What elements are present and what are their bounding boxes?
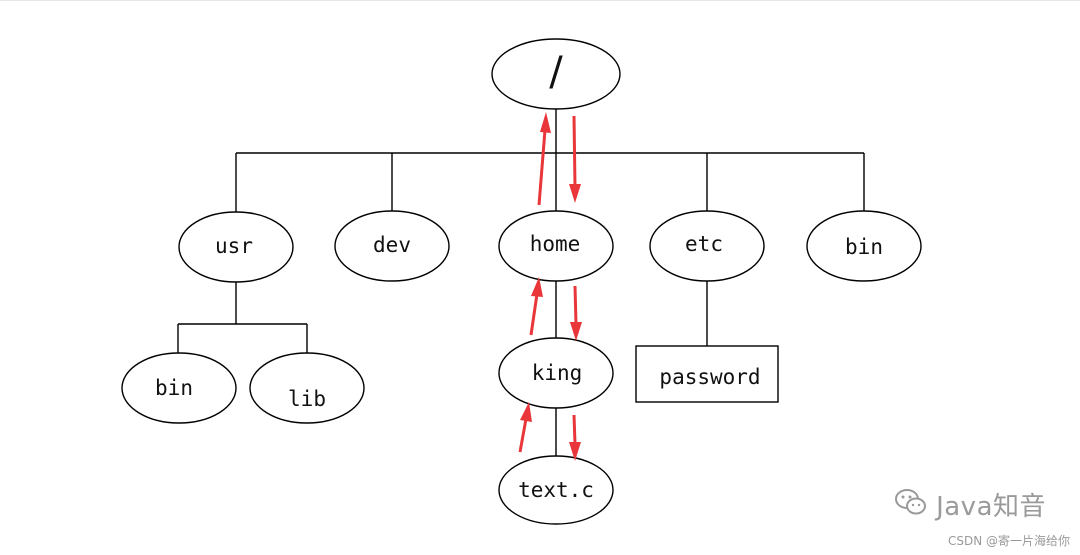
node-dev: dev bbox=[334, 210, 450, 282]
node-etc-label: etc bbox=[685, 232, 723, 256]
node-etc: etc bbox=[649, 210, 765, 282]
watermark-text: Java知音 bbox=[936, 492, 1046, 522]
node-usr: usr bbox=[178, 211, 294, 283]
arrow-root-to-home bbox=[569, 115, 581, 203]
node-home: home bbox=[498, 210, 614, 282]
node-home-label: home bbox=[530, 232, 581, 256]
node-king-label: king bbox=[532, 361, 583, 385]
arrow-king-to-textc bbox=[569, 414, 581, 461]
top-border bbox=[0, 0, 1080, 1]
node-text-c-label: text.c bbox=[518, 478, 594, 502]
node-bin-top-label: bin bbox=[845, 235, 883, 259]
watermark: Java知音 bbox=[894, 486, 1046, 523]
arrow-home-to-king bbox=[570, 285, 582, 341]
node-lib: lib bbox=[249, 352, 365, 424]
arrow-king-to-home bbox=[529, 277, 543, 336]
node-usr-label: usr bbox=[215, 234, 253, 258]
wechat-icon bbox=[894, 487, 928, 522]
node-bin-top: bin bbox=[806, 210, 922, 282]
csdn-credit: CSDN @寄一片海给你 bbox=[947, 534, 1070, 548]
node-dev-label: dev bbox=[373, 233, 411, 257]
node-bin-usr-label: bin bbox=[155, 376, 193, 400]
node-password: password bbox=[635, 345, 779, 403]
node-text-c: text.c bbox=[498, 455, 614, 525]
arrow-home-to-root bbox=[537, 112, 551, 206]
node-root: / bbox=[491, 38, 621, 110]
node-bin-usr: bin bbox=[121, 352, 237, 424]
node-password-label: password bbox=[659, 365, 760, 389]
node-root-label: / bbox=[549, 49, 563, 95]
node-king: king bbox=[498, 337, 614, 409]
arrow-textc-to-king bbox=[518, 402, 532, 453]
node-lib-label: lib bbox=[288, 387, 326, 411]
